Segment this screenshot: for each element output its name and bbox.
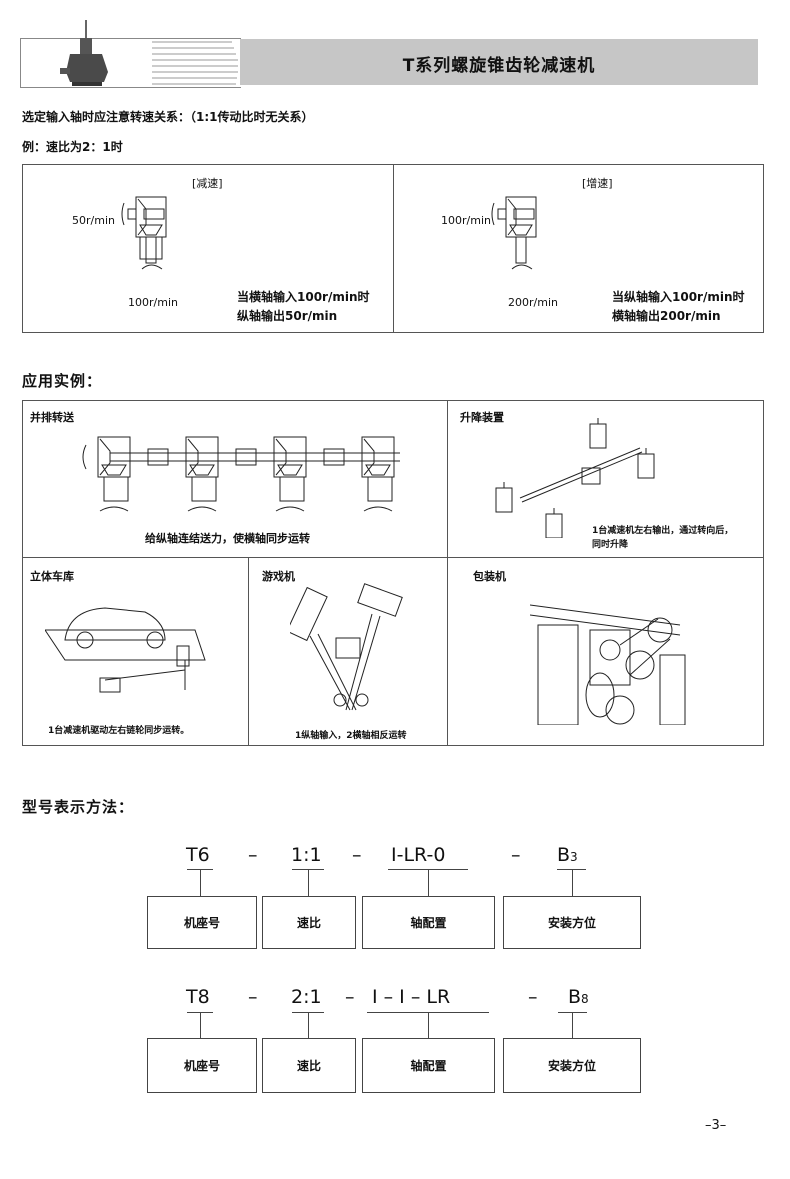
code-ratio: 1:1: [291, 844, 322, 866]
app-caption-garage: 1台减速机驱动左右链轮同步运转。: [48, 726, 190, 736]
parallel-transfer-diagram: [82, 436, 400, 512]
lifting-device-diagram: [495, 418, 655, 538]
reduce-title: [减速]: [192, 177, 223, 190]
increase-input-speed: 100r/min: [441, 214, 491, 227]
divider: [447, 400, 448, 746]
page-title: T系列螺旋锥齿轮减速机: [402, 56, 596, 76]
divider: [22, 557, 764, 558]
connector: [200, 869, 201, 896]
connector: [572, 869, 573, 896]
divider: [248, 557, 249, 746]
code-separator: –: [248, 986, 258, 1008]
increase-output-speed: 200r/min: [508, 296, 558, 309]
app-caption-game: 1纵轴输入，2横轴相反运转: [295, 731, 407, 741]
gearbox-logo-icon: [60, 20, 238, 86]
model-title: 型号表示方法：: [22, 798, 135, 816]
app-title-garage: 立体车库: [30, 570, 74, 583]
app-title-parallel: 并排转送: [30, 411, 74, 424]
code-separator: –: [248, 844, 258, 866]
code-separator: –: [511, 844, 521, 866]
applications-box: [22, 400, 764, 746]
app-title-packaging: 包装机: [473, 570, 506, 583]
code-mounting-subscript: 8: [581, 992, 589, 1006]
code-frame-size: T6: [186, 844, 210, 866]
label-frame-size: 机座号: [147, 1038, 257, 1093]
increase-note-1: 当纵轴输入100r/min时: [612, 290, 745, 304]
reduce-note-2: 纵轴输出50r/min: [237, 309, 338, 323]
gearbox-diagram-increase: [491, 196, 537, 270]
label-mounting: 安装方位: [503, 896, 641, 949]
underline: [557, 869, 586, 870]
label-frame-size: 机座号: [147, 896, 257, 949]
connector: [428, 1012, 429, 1038]
code-shaft-config: I – I – LR: [372, 986, 451, 1008]
code-separator: –: [352, 844, 362, 866]
label-mounting: 安装方位: [503, 1038, 641, 1093]
header-logo-area: [20, 38, 241, 88]
intro-line-1: 选定输入轴时应注意转速关系：（1:1传动比时无关系）: [22, 110, 314, 124]
connector: [428, 869, 429, 896]
reduce-note-1: 当横轴输入100r/min时: [237, 290, 370, 304]
app-caption-parallel: 给纵轴连结送力，使横轴同步运转: [145, 532, 310, 545]
code-ratio: 2:1: [291, 986, 322, 1008]
increase-title: [增速]: [582, 177, 613, 190]
connector: [308, 1012, 309, 1038]
intro-line-2: 例：速比为2：1时: [22, 140, 123, 154]
applications-title: 应用实例：: [22, 372, 103, 390]
label-shaft-config: 轴配置: [362, 896, 495, 949]
app-title-game: 游戏机: [262, 570, 295, 583]
code-mounting-subscript: 3: [570, 850, 578, 864]
code-frame-size: T8: [186, 986, 210, 1008]
label-shaft-config: 轴配置: [362, 1038, 495, 1093]
code-mounting: B3: [557, 844, 578, 866]
connector: [572, 1012, 573, 1038]
game-machine-diagram: [290, 583, 403, 711]
code-separator: –: [345, 986, 355, 1008]
gearbox-diagram-reduce: [121, 196, 167, 270]
reduce-input-speed: 50r/min: [72, 214, 115, 227]
parking-garage-diagram: [45, 607, 206, 693]
app-title-lifting: 升降装置: [460, 411, 504, 424]
app-caption-lifting-1: 1台减速机左右输出，通过转向后，: [592, 526, 734, 536]
reduce-output-speed: 100r/min: [128, 296, 178, 309]
packaging-machine-diagram: [530, 604, 686, 725]
code-separator: –: [528, 986, 538, 1008]
label-ratio: 速比: [262, 1038, 356, 1093]
connector: [200, 1012, 201, 1038]
header-band: [240, 39, 758, 85]
app-caption-lifting-2: 同时升降: [592, 540, 629, 550]
increase-note-2: 横轴输出200r/min: [612, 309, 721, 323]
code-mounting: B8: [568, 986, 589, 1008]
label-ratio: 速比: [262, 896, 356, 949]
code-shaft-config: I-LR-0: [391, 844, 446, 866]
divider: [393, 164, 394, 333]
page-number: –3–: [705, 1118, 727, 1133]
connector: [308, 869, 309, 896]
